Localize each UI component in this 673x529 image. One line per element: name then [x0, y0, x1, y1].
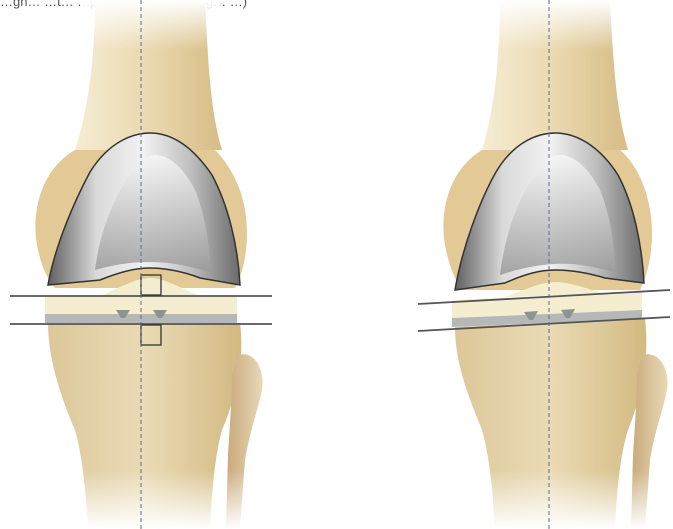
knee-implant-left	[10, 0, 280, 529]
knee-implant-right	[418, 0, 673, 529]
